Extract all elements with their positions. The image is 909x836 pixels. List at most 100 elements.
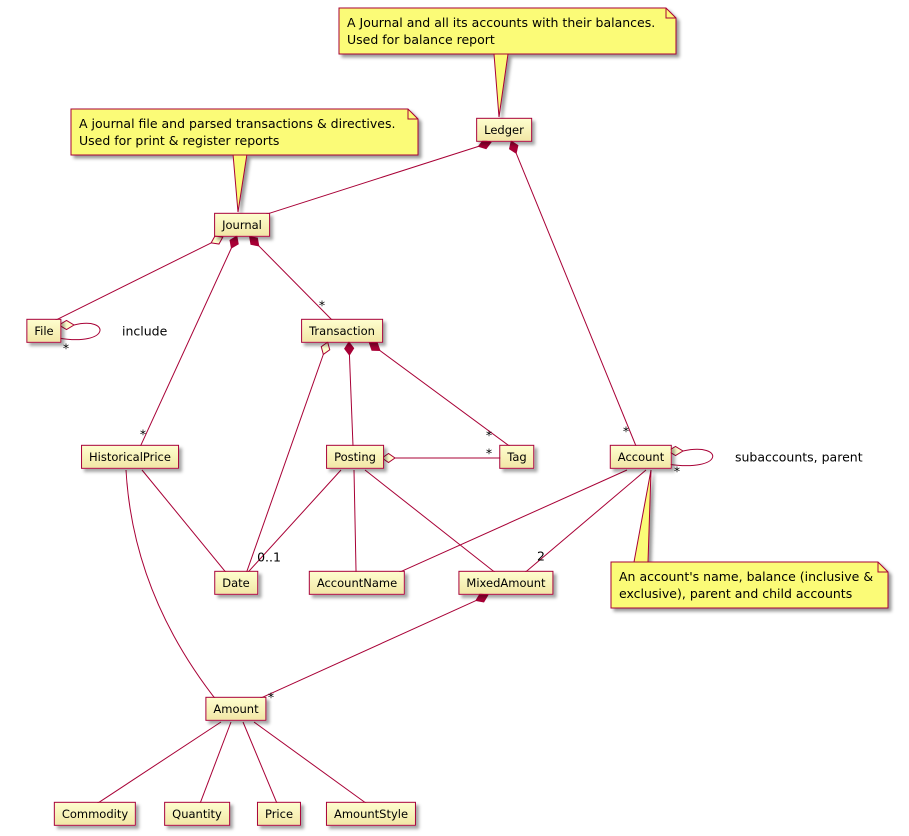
edge-transaction-date: [244, 341, 331, 577]
self-loop-line: [666, 448, 713, 467]
self-loop-line: [57, 322, 101, 341]
class-name-label: Price: [264, 806, 294, 821]
edge-amount-commodity: [95, 721, 222, 805]
edge-line: [394, 469, 628, 575]
multiplicity-label: *: [673, 463, 681, 479]
note-body: [70, 108, 419, 156]
note-fold-icon: [665, 8, 676, 19]
edge-posting-accountname: [353, 469, 357, 577]
multiplicity-label: *: [267, 689, 275, 705]
edge-amount-price: [242, 721, 279, 807]
class-historical-price: HistoricalPrice: [81, 444, 179, 470]
note-line: A Journal and all its accounts with thei…: [347, 15, 656, 30]
note-fold-icon: [877, 562, 888, 573]
class-date: Date: [214, 570, 258, 596]
edge-line: [348, 354, 354, 453]
edge-line: [253, 721, 369, 805]
class-name-label: Journal: [222, 217, 262, 232]
note-ledger-text: A Journal and all its accounts with thei…: [347, 14, 655, 48]
edge-account-accountname: [394, 469, 628, 575]
note-ledger: [338, 7, 677, 118]
class-quantity: Quantity: [164, 801, 230, 827]
edge-posting-tag: [381, 452, 507, 464]
edge-line: [95, 721, 222, 805]
class-name-label: Date: [222, 575, 250, 590]
class-ledger: Ledger: [476, 117, 532, 143]
class-name-label: AccountName: [316, 575, 398, 590]
association-label: include: [122, 323, 168, 339]
edge-historicalprice-date: [141, 469, 229, 575]
self-edge-file-include: [57, 319, 101, 341]
class-name-label: HistoricalPrice: [89, 449, 171, 464]
multiplicity-label: *: [622, 423, 630, 439]
class-name-label: Transaction: [309, 323, 375, 338]
note-account: [610, 469, 889, 609]
edge-line: [244, 354, 324, 577]
edge-line: [125, 469, 219, 703]
edge-line: [50, 242, 212, 324]
note-fold-icon: [407, 109, 418, 120]
edge-transaction-posting: [344, 341, 355, 453]
multiplicity-label: 2: [537, 548, 545, 564]
edge-line: [198, 721, 232, 807]
note-line: exclusive), parent and child accounts: [619, 586, 853, 601]
note-line: Used for print & register reports: [79, 133, 280, 148]
edge-line: [523, 469, 647, 575]
class-account-name: AccountName: [308, 570, 406, 596]
notes-group: [70, 7, 889, 609]
edges-group: [50, 139, 713, 807]
edge-line: [353, 469, 357, 577]
class-name-label: File: [34, 323, 54, 338]
class-name-label: Commodity: [61, 806, 129, 821]
note-line: A journal file and parsed transactions &…: [79, 116, 396, 131]
edge-line: [364, 469, 498, 575]
multiplicity-label: *: [485, 427, 493, 443]
edge-journal-historicalprice: [138, 235, 239, 451]
association-label: subaccounts, parent: [735, 449, 863, 465]
edge-line: [141, 469, 229, 575]
note-line: Used for balance report: [347, 32, 495, 47]
edge-line: [255, 600, 477, 701]
edge-journal-transaction: [248, 235, 336, 324]
class-name-label: Ledger: [484, 122, 524, 137]
class-name-label: Quantity: [172, 806, 222, 821]
class-account: Account: [609, 444, 673, 470]
note-journal: [70, 108, 419, 213]
class-amount: Amount: [205, 696, 267, 722]
multiplicity-label: *: [62, 340, 70, 356]
edge-amount-quantity: [198, 721, 232, 807]
edge-line: [258, 245, 336, 324]
class-name-label: Account: [617, 449, 665, 464]
class-mixed-amount: MixedAmount: [458, 570, 554, 596]
class-commodity: Commodity: [53, 801, 137, 827]
note-body: [610, 561, 889, 609]
class-file: File: [26, 318, 62, 344]
edge-line: [379, 350, 514, 449]
class-name-label: AmountStyle: [333, 806, 409, 821]
edge-line: [245, 469, 342, 575]
edge-amount-amountstyle: [253, 721, 369, 805]
edge-account-mixedamount: [523, 469, 647, 575]
edge-historicalprice-amount: [125, 469, 219, 703]
note-line: An account's name, balance (inclusive &: [619, 569, 874, 584]
note-journal-text: A journal file and parsed transactions &…: [79, 115, 395, 149]
class-name-label: Posting: [334, 449, 376, 464]
class-tag: Tag: [499, 444, 535, 470]
edge-posting-mixedamount: [364, 469, 498, 575]
class-name-label: MixedAmount: [466, 575, 546, 590]
edge-line: [515, 152, 639, 452]
class-price: Price: [256, 801, 302, 827]
class-name-label: Amount: [213, 701, 259, 716]
multiplicity-label: *: [318, 297, 326, 313]
multiplicity-label: 0..1: [257, 549, 281, 565]
edge-posting-date: [245, 469, 342, 575]
edge-ledger-account: [508, 140, 639, 452]
multiplicity-label: *: [139, 426, 147, 442]
class-transaction: Transaction: [301, 318, 383, 344]
note-body: [338, 7, 677, 55]
edge-line: [255, 145, 479, 219]
class-posting: Posting: [326, 444, 384, 470]
